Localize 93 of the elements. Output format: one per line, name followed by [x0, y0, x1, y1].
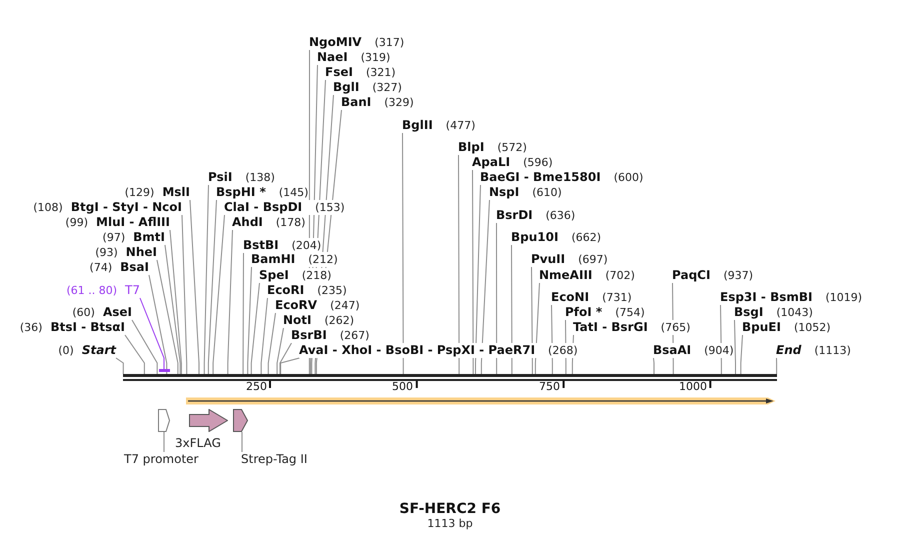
leader-line — [260, 298, 268, 374]
enzyme-label: BlpI (572) — [458, 140, 527, 155]
enzyme-label: ClaI - BspDI (153) — [224, 200, 345, 215]
leader-line — [280, 342, 292, 374]
leader-line — [734, 320, 736, 374]
enzyme-label: NspI (610) — [489, 185, 562, 200]
enzyme-label: BsrBI (267) — [291, 328, 370, 343]
sequence-feature — [158, 409, 170, 432]
enzyme-label: (99) MluI - AflIII — [65, 215, 170, 230]
enzyme-label: (108) BtgI - StyI - NcoI — [33, 200, 182, 215]
open-reading-frame — [186, 397, 776, 405]
leader-line — [268, 312, 276, 374]
sequence-feature — [233, 409, 248, 432]
primer-label: (61 .. 80) T7 — [66, 283, 140, 298]
leader-line — [653, 358, 654, 374]
leader-line — [156, 260, 178, 374]
leader-line — [124, 334, 145, 374]
enzyme-label: BstBI (204) — [243, 238, 322, 253]
enzyme-label: (129) MslI — [124, 185, 190, 200]
feature-label: 3xFLAG — [175, 436, 221, 450]
leader-line — [182, 214, 188, 374]
feature-label: Strep-Tag II — [241, 452, 308, 466]
enzyme-label: AvaI - XhoI - BsoBI - PspXI - PaeR7I (268) — [299, 343, 578, 358]
enzyme-label: BglII (477) — [402, 118, 476, 133]
enzyme-label: BaeGI - Bme1580I (600) — [480, 170, 644, 185]
ruler-label: 750 — [539, 380, 560, 394]
enzyme-label: PaqCI (937) — [672, 268, 754, 283]
leader-line — [116, 358, 124, 374]
leader-line — [132, 320, 158, 374]
sequence-end-label: (0) Start — [58, 343, 116, 358]
enzyme-label: BamHI (212) — [251, 252, 338, 267]
leader-line — [170, 230, 182, 374]
enzyme-label: BglI (327) — [333, 80, 402, 95]
ruler-label: 500 — [392, 380, 413, 394]
enzyme-label: PfoI * (754) — [565, 305, 645, 320]
leader-line — [140, 298, 164, 370]
leader-line — [247, 266, 252, 374]
sequence-length: 1113 bp — [427, 517, 473, 531]
enzyme-label: Esp3I - BsmBI (1019) — [720, 290, 862, 305]
leader-line — [212, 214, 225, 374]
enzyme-label: ApaLI (596) — [472, 155, 553, 170]
enzyme-label: (36) BtsI - BtsαI — [20, 320, 125, 335]
enzyme-label: PvuII (697) — [531, 252, 608, 267]
sequence-feature — [189, 409, 228, 432]
leader-line — [458, 154, 460, 374]
leader-line — [402, 132, 404, 374]
enzyme-label: SpeI (218) — [259, 268, 332, 283]
leader-line — [164, 244, 181, 374]
leader-line — [148, 274, 168, 374]
leader-line — [280, 358, 300, 374]
enzyme-label: (60) AseI — [72, 305, 132, 320]
enzyme-label: (93) NheI — [95, 245, 157, 260]
enzyme-label: TatI - BsrGI (765) — [573, 320, 690, 335]
leader-line — [204, 184, 209, 374]
leader-line — [250, 282, 260, 374]
enzyme-label: EcoRV (247) — [275, 298, 360, 313]
feature-label: T7 promoter — [124, 452, 198, 466]
enzyme-label: EcoRI (235) — [267, 283, 347, 298]
enzyme-label: NgoMIV (317) — [309, 35, 404, 50]
sequence-end-label: End (1113) — [776, 343, 851, 358]
map-title: SF-HERC2 F6 — [399, 500, 501, 518]
enzyme-label: EcoNI (731) — [551, 290, 632, 305]
ruler-label: 1000 — [679, 380, 707, 394]
ruler-label: 250 — [246, 380, 267, 394]
leader-line — [208, 200, 217, 374]
leader-line — [480, 200, 490, 374]
enzyme-label: PsiI (138) — [208, 170, 275, 185]
leader-line — [276, 328, 284, 374]
enzyme-label: BsgI (1043) — [734, 305, 813, 320]
enzyme-label: NmeAIII (702) — [539, 268, 635, 283]
enzyme-label: NotI (262) — [283, 313, 354, 328]
leader-line — [475, 184, 481, 374]
leader-line — [511, 244, 512, 374]
enzyme-label: (74) BsaI — [90, 260, 149, 275]
leader-line — [190, 200, 200, 374]
enzyme-label: AhdI (178) — [232, 215, 306, 230]
leader-line — [227, 230, 233, 374]
enzyme-label: BpuEI (1052) — [742, 320, 831, 335]
primer-site-mark — [158, 369, 170, 372]
enzyme-label: FseI (321) — [325, 65, 396, 80]
enzyme-label: Bpu10I (662) — [511, 230, 602, 245]
enzyme-label: BsrDI (636) — [496, 208, 576, 223]
leader-line — [740, 334, 743, 374]
leader-line — [776, 358, 778, 374]
enzyme-label: NaeI (319) — [317, 50, 390, 65]
leader-line — [496, 222, 498, 374]
enzyme-label: BanI (329) — [341, 95, 414, 110]
enzyme-label: BspHI * (145) — [216, 185, 308, 200]
enzyme-label: BsaAI (904) — [653, 343, 734, 358]
sequence-bar — [123, 374, 777, 381]
leader-line — [472, 170, 474, 374]
enzyme-label: (97) BmtI — [102, 230, 165, 245]
leader-line — [242, 252, 244, 374]
